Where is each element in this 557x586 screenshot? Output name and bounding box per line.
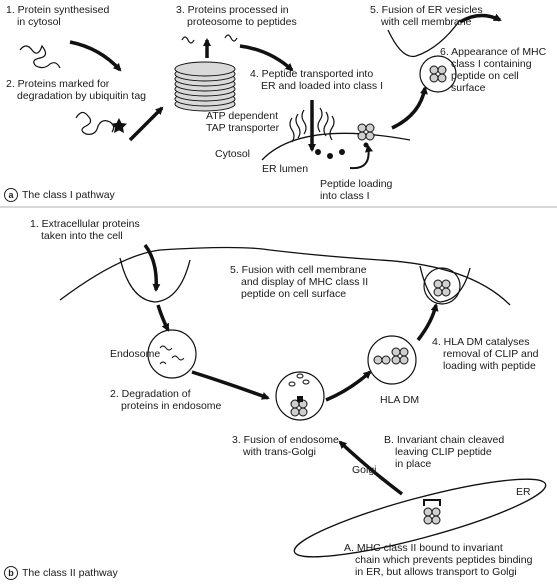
- endocytic-pit: [119, 257, 191, 303]
- arrow-4-to-5: [391, 86, 428, 130]
- hla-dm-label: HLA DM: [380, 394, 420, 406]
- peptide-loading-arrow: [349, 144, 373, 170]
- fused-vesicle: [275, 371, 325, 421]
- mhc-class-i-er: [357, 123, 375, 141]
- tap-transporter: [289, 107, 335, 143]
- ubiquitin-star-icon: [111, 118, 127, 133]
- peptide-dot: [315, 149, 321, 155]
- arrow-b3-to-b4: [325, 370, 372, 402]
- peptide-fragment: [181, 36, 195, 44]
- clip-peptide: [297, 396, 303, 402]
- peptide-dot: [339, 149, 345, 155]
- panel-a-tag: a: [4, 188, 18, 203]
- er-label: ER: [516, 486, 531, 498]
- endosome: [147, 329, 197, 379]
- panel-b-tag: b: [4, 566, 18, 581]
- endosome-protein: [171, 355, 185, 361]
- invariant-chain: [423, 499, 441, 506]
- mhc-class-ii-loaded: [391, 347, 409, 365]
- arrow-b2: [156, 304, 170, 332]
- arrow-b4-to-b5: [416, 303, 439, 342]
- arrow-3-to-4: [239, 44, 294, 72]
- er-ellipse: [293, 478, 547, 558]
- hla-dm-vesicle: [367, 335, 417, 385]
- mhc-class-i-vesicle: [429, 65, 447, 83]
- mhc-class-ii-surface: [433, 279, 451, 297]
- cell-membrane-b: [59, 246, 511, 306]
- er-vesicle: [419, 55, 457, 93]
- cytosol-label: Cytosol: [215, 148, 251, 160]
- proteasome-stack: [174, 61, 236, 112]
- vesicle-peptides: [288, 373, 310, 387]
- arrow-1-to-2: [69, 40, 122, 72]
- endosome-label: Endosome: [110, 348, 161, 360]
- arrow-er-to-golgi: [338, 440, 404, 496]
- er-lumen-label: ER lumen: [262, 163, 309, 175]
- endosome-protein: [159, 345, 173, 351]
- protein-squiggle: [19, 44, 61, 69]
- peptide-dot: [327, 153, 333, 159]
- ubiquitin-tagged-protein: [75, 111, 115, 135]
- exocytic-pit: [419, 265, 471, 303]
- endosome-protein: [159, 361, 167, 365]
- arrow-b2-to-b3: [191, 370, 270, 400]
- fusing-vesicle: [423, 267, 461, 305]
- loaded-peptide-dot: [363, 142, 369, 148]
- er-membrane: [261, 132, 411, 161]
- arrow-2-to-3: [128, 106, 164, 142]
- arrow-b1: [143, 243, 161, 292]
- mhc-class-ii-clip: [290, 399, 308, 417]
- cell-membrane-a: [387, 19, 461, 58]
- arrow-5-to-6: [459, 13, 502, 24]
- mhc-class-ii-invariant: [423, 507, 441, 525]
- hla-dm-molecule: [373, 355, 391, 365]
- golgi-label: Golgi: [352, 464, 377, 476]
- peptide-fragment: [224, 34, 238, 42]
